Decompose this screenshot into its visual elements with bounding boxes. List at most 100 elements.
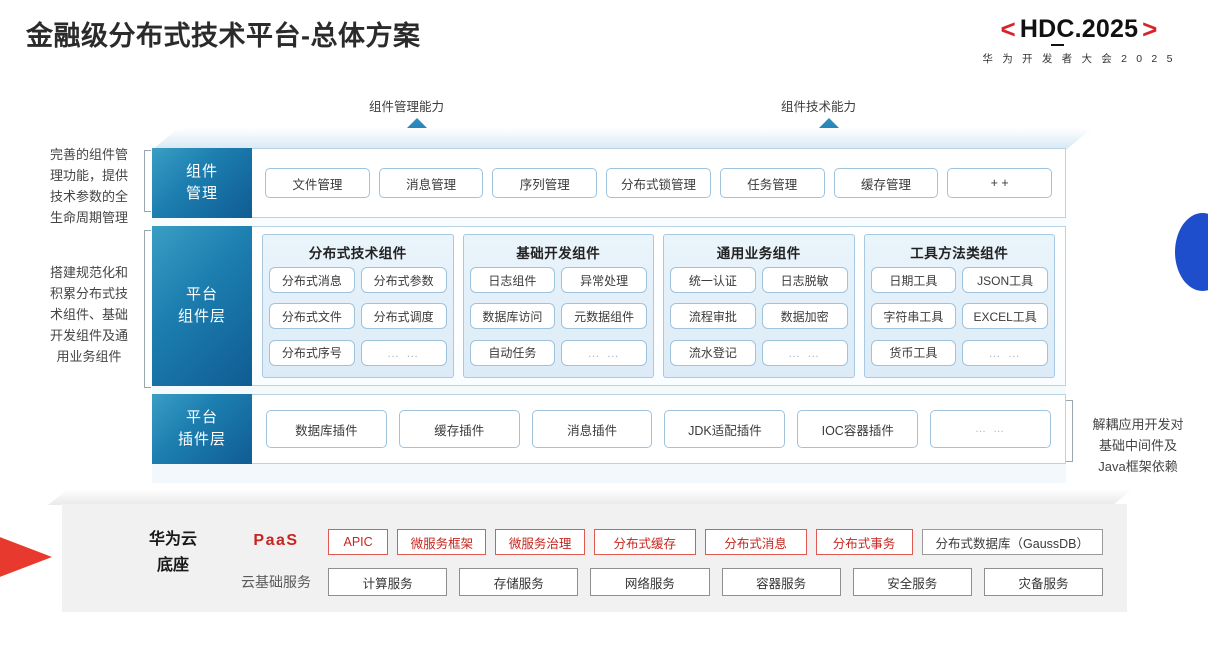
chip-tool-methods-more[interactable]: … …	[962, 339, 1048, 366]
paas-row-label: PaaS	[253, 532, 299, 549]
layer-label-platform-components: 平台 组件层	[152, 226, 252, 386]
brace-left-mid	[144, 230, 151, 388]
chip-sequence-management[interactable]: 序列管理	[492, 168, 598, 198]
cloud-chip-container[interactable]: 容器服务	[721, 568, 841, 596]
chip-unified-auth[interactable]: 统一认证	[670, 267, 756, 293]
group-title-basic-dev: 基础开发组件	[516, 246, 601, 261]
logo-close-bracket: >	[1142, 14, 1158, 44]
cloud-row-label: 云基础服务	[241, 574, 311, 590]
paas-chip-microservice-framework[interactable]: 微服务框架	[397, 529, 487, 555]
chip-distributed-message[interactable]: 分布式消息	[269, 267, 355, 293]
chip-auto-task[interactable]: 自动任务	[469, 339, 556, 366]
layer-body-platform-plugins: 数据库插件 缓存插件 消息插件 JDK适配插件 IOC容器插件 … …	[252, 394, 1066, 464]
blue-circle-decoration-icon	[1175, 213, 1208, 291]
side-note-left-top: 完善的组件管 理功能，提供 技术参数的全 生命周期管理	[49, 147, 128, 226]
brace-left-top	[144, 150, 151, 212]
chip-process-approval[interactable]: 流程审批	[670, 303, 756, 330]
chip-message-management[interactable]: 消息管理	[378, 168, 484, 198]
chip-metadata-component[interactable]: 元数据组件	[561, 303, 647, 330]
chip-log-component[interactable]: 日志组件	[469, 267, 556, 293]
cloud-chip-security[interactable]: 安全服务	[852, 568, 972, 596]
chip-log-masking[interactable]: 日志脱敏	[761, 267, 848, 293]
chip-data-encryption[interactable]: 数据加密	[761, 303, 848, 330]
group-grid-distributed-tech: 分布式消息 分布式参数 分布式文件 分布式调度 分布式序号 … …	[269, 267, 447, 371]
chip-json-tool[interactable]: JSON工具	[962, 267, 1048, 293]
chip-plugin-more[interactable]: … …	[930, 410, 1051, 448]
cloud-strip: 计算服务 存储服务 网络服务 容器服务 安全服务 灾备服务	[328, 568, 1104, 596]
layer-platform-components: 平台 组件层 分布式技术组件 分布式消息 分布式参数 分布式文件 分布式调度 分…	[152, 226, 1066, 386]
layer-body-platform-components: 分布式技术组件 分布式消息 分布式参数 分布式文件 分布式调度 分布式序号 … …	[252, 226, 1066, 386]
chip-distributed-more[interactable]: … …	[360, 339, 447, 366]
cloud-chip-compute[interactable]: 计算服务	[328, 568, 448, 596]
group-title-distributed-tech: 分布式技术组件	[308, 246, 407, 261]
chip-basic-dev-more[interactable]: … …	[561, 339, 647, 366]
arrow-label-technology: 组件技术能力	[781, 100, 857, 114]
group-grid-basic-dev: 日志组件 异常处理 数据库访问 元数据组件 自动任务 … …	[469, 267, 647, 371]
group-general-business: 通用业务组件 统一认证 日志脱敏 流程审批 数据加密 流水登记 … …	[663, 234, 855, 378]
paas-chip-distributed-cache[interactable]: 分布式缓存	[593, 529, 696, 555]
stack-perspective-top	[152, 128, 1092, 150]
group-distributed-tech: 分布式技术组件 分布式消息 分布式参数 分布式文件 分布式调度 分布式序号 … …	[262, 234, 454, 378]
group-title-tool-methods: 工具方法类组件	[910, 246, 1009, 261]
base-title: 华为云 底座	[148, 531, 197, 574]
group-title-general-business: 通用业务组件	[716, 246, 801, 261]
chip-task-management[interactable]: 任务管理	[719, 168, 825, 198]
chip-database-access[interactable]: 数据库访问	[469, 303, 556, 330]
layer-platform-plugins: 平台 插件层 数据库插件 缓存插件 消息插件 JDK适配插件 IOC容器插件 ……	[152, 394, 1066, 464]
chip-jdk-adapter-plugin[interactable]: JDK适配插件	[664, 410, 786, 448]
logo-subtitle: 华 为 开 发 者 大 会 2 0 2 5	[982, 53, 1176, 65]
chip-distributed-schedule[interactable]: 分布式调度	[360, 303, 447, 330]
paas-chip-distributed-transaction[interactable]: 分布式事务	[815, 529, 913, 555]
logo-year: .2025	[1074, 15, 1139, 43]
chip-cache-plugin[interactable]: 缓存插件	[398, 410, 520, 448]
chip-distributed-lock-management[interactable]: 分布式锁管理	[606, 168, 711, 198]
layer-label-component-management: 组件 管理	[152, 148, 252, 218]
chip-string-tool[interactable]: 字符串工具	[870, 303, 957, 330]
page-title: 金融级分布式技术平台-总体方案	[26, 21, 421, 51]
chip-file-management[interactable]: 文件管理	[265, 168, 370, 198]
chip-exception-handling[interactable]: 异常处理	[561, 267, 647, 293]
paas-chip-distributed-database[interactable]: 分布式数据库（GaussDB）	[921, 529, 1103, 555]
brace-right	[1066, 400, 1073, 462]
chip-more-plus[interactable]: + +	[947, 168, 1053, 198]
paas-chip-microservice-governance[interactable]: 微服务治理	[495, 529, 585, 555]
logo-wordmark: HDC.2025	[1019, 15, 1139, 46]
chip-distributed-param[interactable]: 分布式参数	[360, 267, 447, 293]
chip-date-tool[interactable]: 日期工具	[870, 267, 957, 293]
logo-open-bracket: <	[1000, 14, 1016, 44]
cloud-chip-disaster-recovery[interactable]: 灾备服务	[983, 568, 1104, 596]
logo-c: C	[1056, 15, 1075, 43]
side-note-right-bottom: 解耦应用开发对 基础中间件及 Java框架依赖	[1092, 417, 1184, 475]
chip-cache-management[interactable]: 缓存管理	[833, 168, 939, 198]
base-perspective-top	[48, 489, 1133, 505]
cloud-chip-network[interactable]: 网络服务	[590, 568, 710, 596]
chip-message-plugin[interactable]: 消息插件	[531, 410, 653, 448]
paas-chip-apic[interactable]: APIC	[328, 529, 389, 555]
group-grid-tool-methods: 日期工具 JSON工具 字符串工具 EXCEL工具 货币工具 … …	[870, 267, 1048, 371]
logo-hd: HD	[1019, 15, 1057, 43]
chip-excel-tool[interactable]: EXCEL工具	[962, 303, 1048, 330]
chip-distributed-file[interactable]: 分布式文件	[269, 303, 355, 330]
layer-body-component-management: 文件管理 消息管理 序列管理 分布式锁管理 任务管理 缓存管理 + +	[252, 148, 1066, 218]
paas-strip: APIC 微服务框架 微服务治理 分布式缓存 分布式消息 分布式事务 分布式数据…	[328, 529, 1103, 555]
chip-database-plugin[interactable]: 数据库插件	[266, 410, 387, 448]
red-wedge-icon	[0, 515, 52, 599]
chip-general-business-more[interactable]: … …	[761, 339, 848, 366]
chip-currency-tool[interactable]: 货币工具	[870, 339, 957, 366]
huawei-cloud-base: 华为云 底座 PaaS APIC 微服务框架 微服务治理 分布式缓存 分布式消息…	[62, 504, 1127, 612]
arrow-label-management: 组件管理能力	[369, 100, 445, 114]
side-note-left-mid: 搭建规范化和 积累分布式技 术组件、基础 开发组件及通 用业务组件	[49, 265, 128, 365]
layer-component-management: 组件 管理 文件管理 消息管理 序列管理 分布式锁管理 任务管理 缓存管理 + …	[152, 148, 1066, 218]
chip-distributed-sequence[interactable]: 分布式序号	[269, 339, 355, 366]
hdc-logo: < HDC.2025 > 华 为 开 发 者 大 会 2 0 2 5	[964, 14, 1194, 66]
platform-stack: 组件 管理 文件管理 消息管理 序列管理 分布式锁管理 任务管理 缓存管理 + …	[152, 148, 1066, 483]
logo-underscore	[1050, 44, 1064, 46]
group-grid-general-business: 统一认证 日志脱敏 流程审批 数据加密 流水登记 … …	[670, 267, 848, 371]
chip-transaction-register[interactable]: 流水登记	[670, 339, 756, 366]
cloud-chip-storage[interactable]: 存储服务	[459, 568, 579, 596]
paas-chip-distributed-message[interactable]: 分布式消息	[704, 529, 807, 555]
layer-label-platform-plugins: 平台 插件层	[152, 394, 252, 464]
group-basic-dev: 基础开发组件 日志组件 异常处理 数据库访问 元数据组件 自动任务 … …	[462, 234, 654, 378]
chip-ioc-container-plugin[interactable]: IOC容器插件	[797, 410, 919, 448]
